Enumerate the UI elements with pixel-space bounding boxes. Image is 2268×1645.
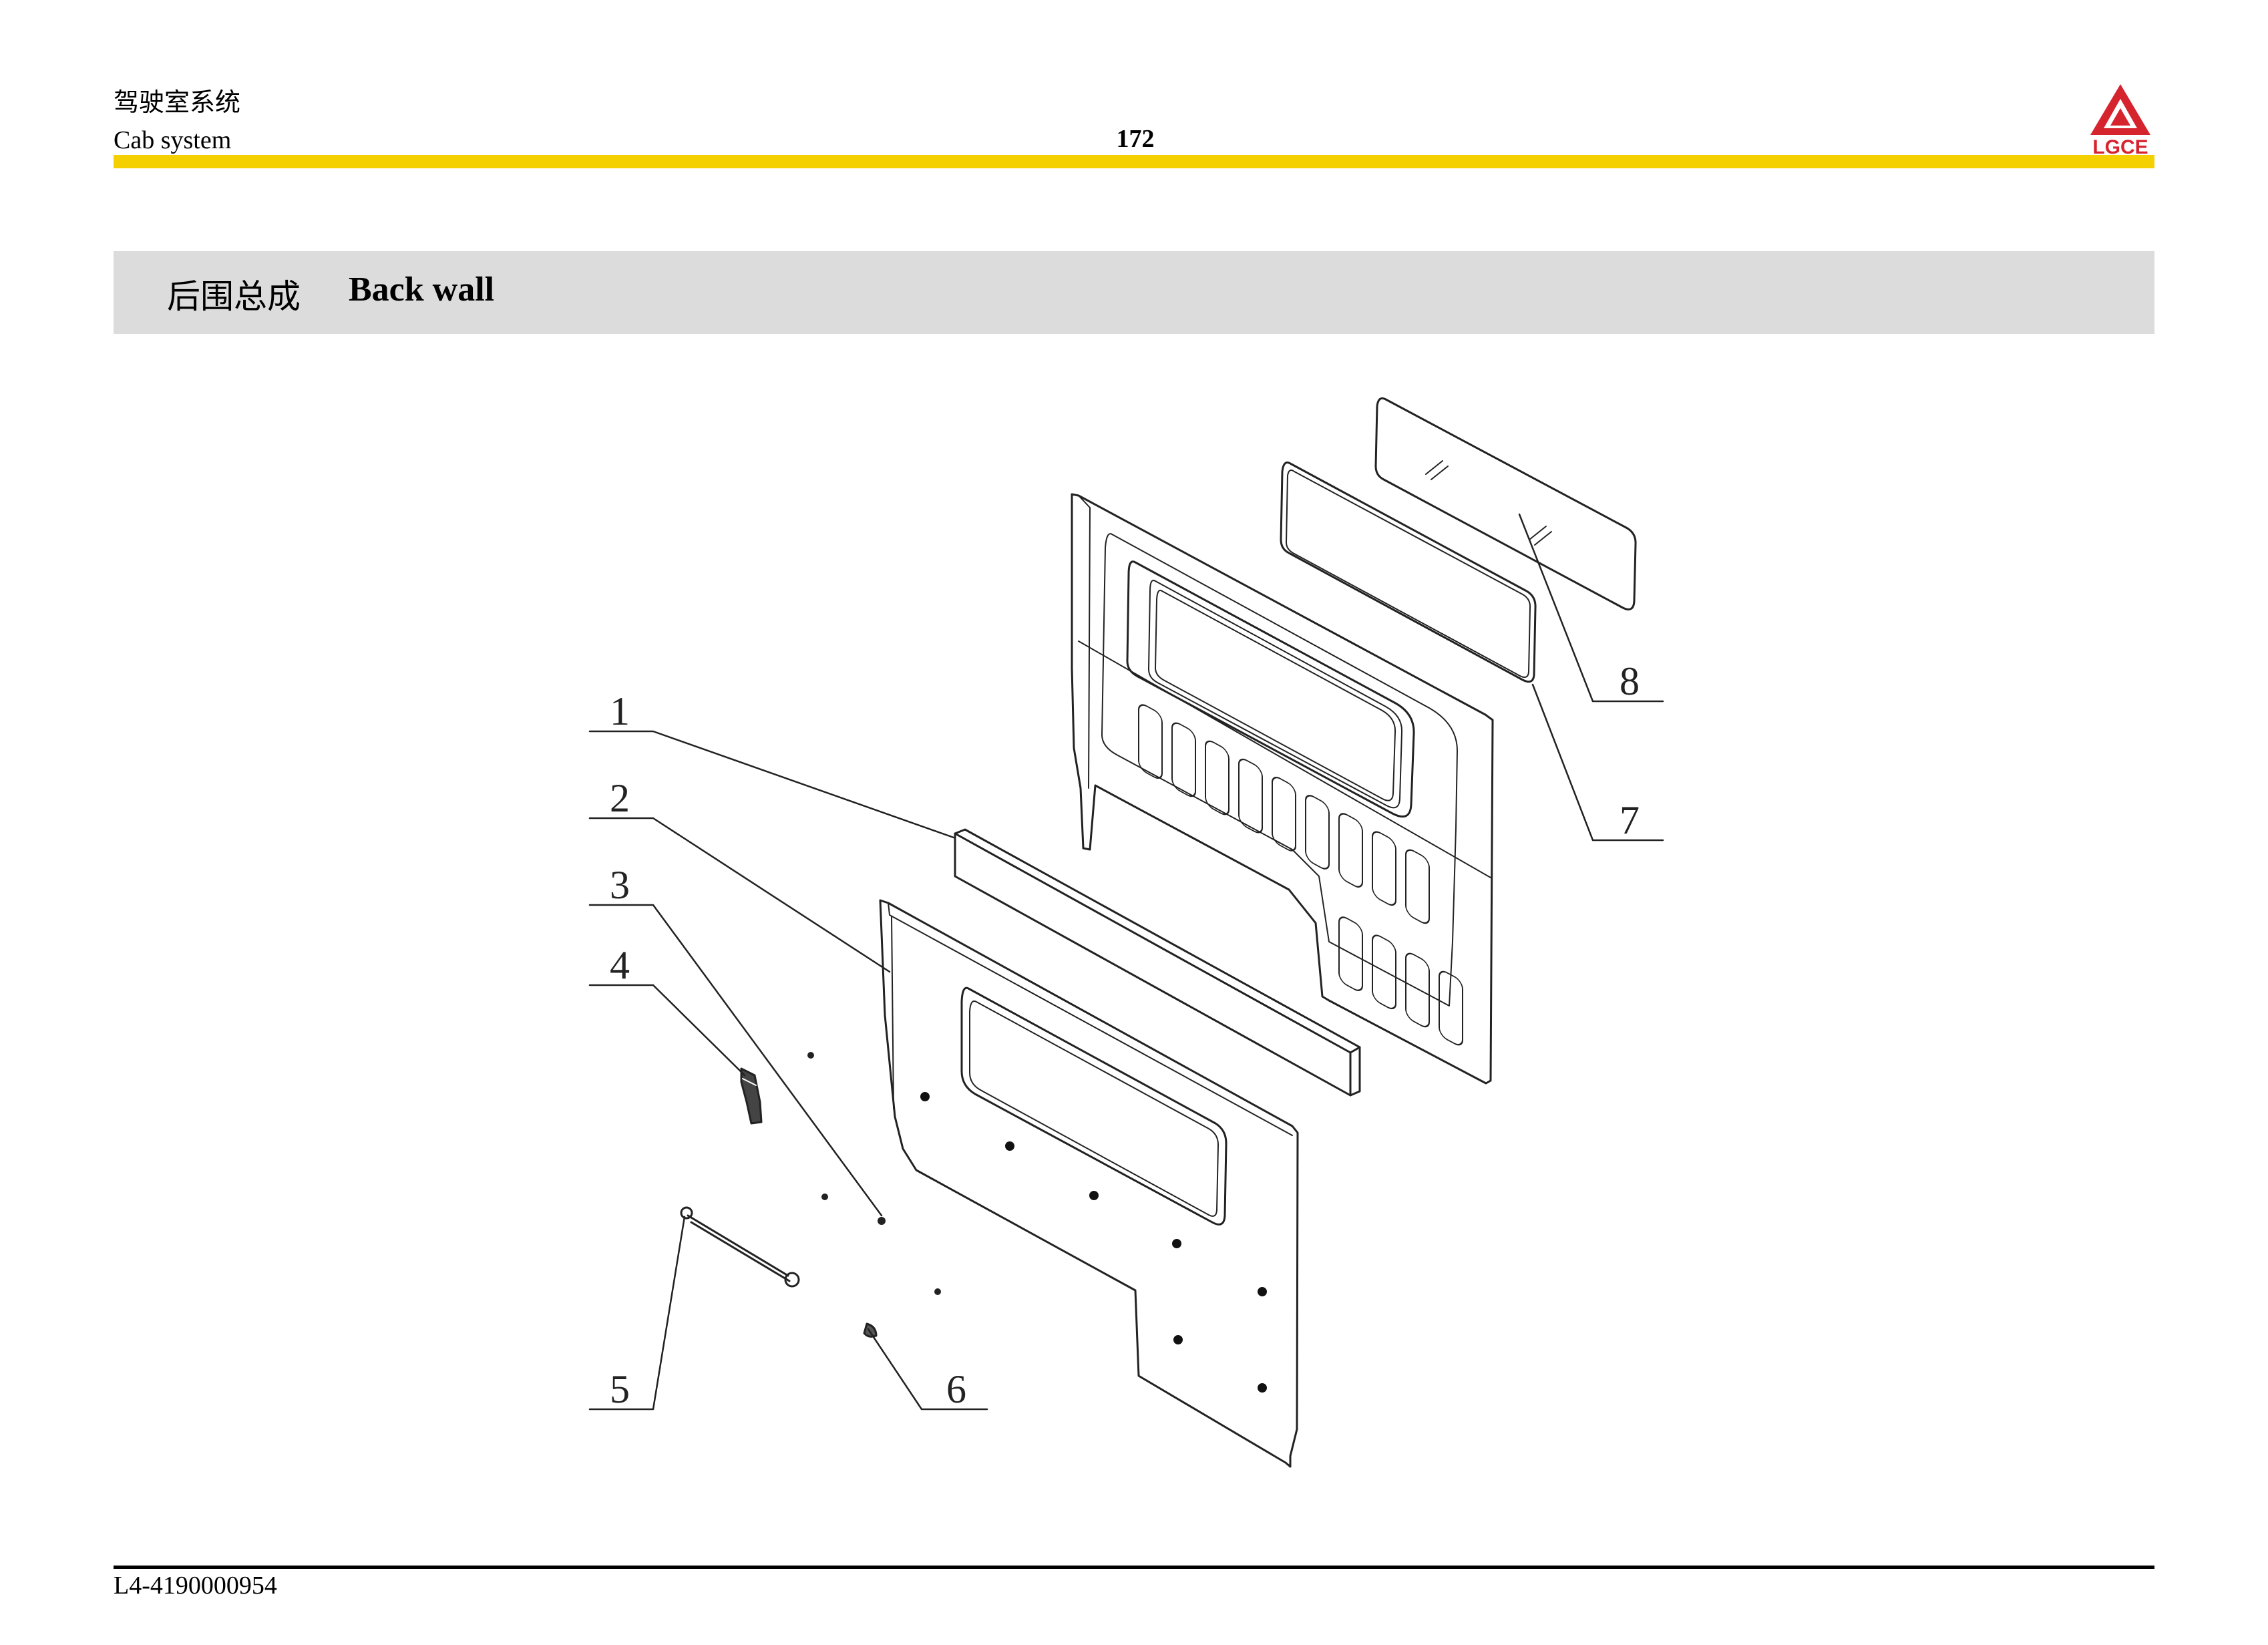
assembly-title-zh: 后围总成 [167,277,301,316]
fasteners [807,1052,941,1295]
plug [863,1322,878,1338]
section-title-zh: 驾驶室系统 [114,87,241,117]
header-rule [114,155,2154,168]
document-code: L4-4190000954 [114,1572,277,1600]
grab-handle [680,1206,800,1288]
latch-clip [740,1067,763,1125]
callout-1: 1 [610,689,630,733]
callout-labels: 1 2 3 4 5 6 7 8 [610,659,1640,1411]
callout-8: 8 [1620,659,1640,703]
lgce-logo: LGCE [2090,84,2150,156]
callout-5: 5 [610,1367,630,1411]
callout-2: 2 [610,776,630,820]
section-title-en: Cab system [114,126,232,154]
callout-7: 7 [1620,798,1640,842]
window-seal [1280,462,1537,683]
page-number: 172 [1116,125,1155,153]
footer-rule [114,1566,2154,1569]
callout-3: 3 [610,863,630,907]
callout-4: 4 [610,943,630,987]
glass-pane [1374,397,1637,610]
title-band [114,251,2154,334]
assembly-title-en: Back wall [349,270,495,309]
logo-text: LGCE [2092,136,2148,156]
inner-trim-panel [879,899,1299,1468]
callout-6: 6 [946,1367,966,1411]
back-wall-outer-panel [1071,493,1494,1085]
insulation-block [954,828,1361,1097]
